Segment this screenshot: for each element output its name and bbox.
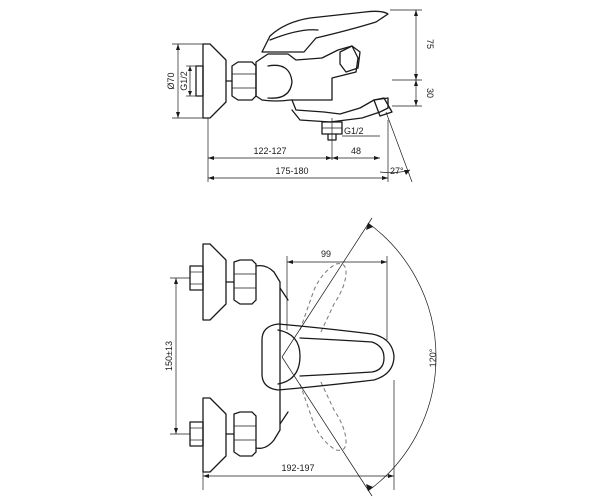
dim-projection-body: 122-127 bbox=[253, 146, 286, 156]
spout-outlet bbox=[373, 97, 393, 117]
front-view bbox=[189, 243, 395, 473]
front-view-dimensions: 99 150±13 192-197 120° bbox=[164, 217, 438, 497]
inlet-connector bbox=[195, 65, 204, 97]
mixer-body-column bbox=[255, 264, 281, 449]
shower-outlet bbox=[321, 121, 343, 135]
lever-handle bbox=[261, 10, 389, 53]
dim-outlet-angle: 27° bbox=[390, 166, 404, 176]
lever-handle-front bbox=[261, 323, 395, 391]
bath-spout bbox=[291, 97, 389, 123]
dim-lever-rotation: 120° bbox=[428, 348, 438, 367]
side-view bbox=[195, 10, 393, 160]
lower-hex-nut bbox=[233, 411, 257, 457]
side-view-dimensions: 75 30 Ø70 G1/2 G1/2 122-127 48 175-180 bbox=[166, 9, 435, 183]
dim-outlet-thread: G1/2 bbox=[344, 126, 364, 136]
lever-position-up bbox=[299, 263, 347, 335]
dim-inlet-thread: G1/2 bbox=[179, 71, 189, 91]
mixer-body bbox=[255, 45, 359, 102]
lever-position-down bbox=[299, 379, 347, 451]
hex-nut bbox=[231, 61, 257, 101]
dim-projection-total: 175-180 bbox=[275, 166, 308, 176]
dim-flange-diameter: Ø70 bbox=[166, 72, 176, 89]
dim-lever-offset: 99 bbox=[321, 249, 331, 259]
wall-flange bbox=[202, 43, 227, 119]
upper-hex-nut bbox=[233, 259, 257, 305]
upper-flange bbox=[202, 243, 227, 321]
dim-height-spout: 30 bbox=[425, 88, 435, 98]
dim-inlet-centres: 150±13 bbox=[164, 341, 174, 371]
lower-flange bbox=[202, 397, 227, 473]
dim-projection-outlet: 48 bbox=[351, 146, 361, 156]
diverter-knob bbox=[339, 45, 361, 73]
rotation-arc bbox=[367, 222, 437, 492]
dim-height-top: 75 bbox=[425, 39, 435, 49]
dim-total-depth: 192-197 bbox=[281, 463, 314, 473]
